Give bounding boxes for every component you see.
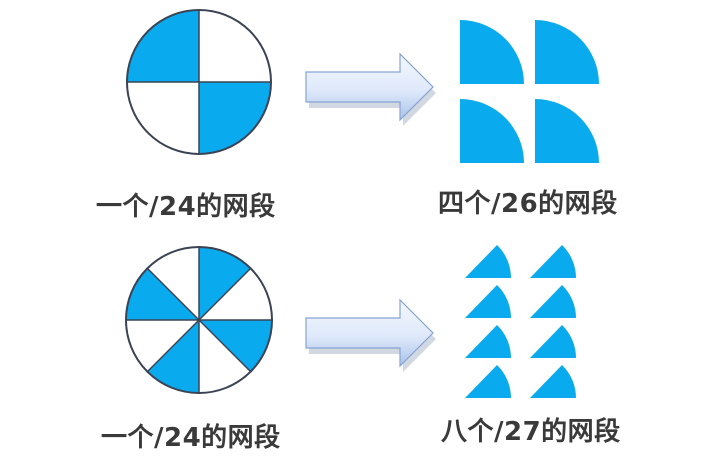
label-source-row2: 一个/24的网段: [101, 423, 281, 453]
circle-outline: [125, 246, 273, 394]
label-result-row1: 四个/26的网段: [438, 189, 618, 219]
quarter-slice-top-left: [127, 10, 199, 82]
eighth-sector-7: [465, 365, 511, 398]
source-circle-eighths: [125, 246, 273, 394]
circle-outline: [126, 9, 272, 155]
eighth-sector-8: [530, 365, 576, 398]
quarter-sector-1: [460, 20, 524, 84]
arrow-right-top: [305, 52, 436, 126]
quarter-slice-bottom-right: [199, 82, 271, 154]
eighth-sector-3: [465, 285, 511, 318]
label-result-row2: 八个/27的网段: [441, 417, 621, 447]
quarter-sector-4: [535, 99, 599, 163]
label-source-row1: 一个/24的网段: [96, 192, 276, 222]
quarter-sector-3: [460, 99, 524, 163]
result-quarter-sectors: [460, 20, 599, 163]
eighth-sector-2: [530, 245, 576, 278]
quarter-sector-2: [535, 20, 599, 84]
eighth-slice-1: [199, 247, 251, 320]
eighth-slice-2: [199, 320, 272, 372]
eighth-slice-4: [126, 268, 199, 320]
eighth-sector-1: [465, 245, 511, 278]
arrow-right-bottom: [305, 298, 436, 372]
source-circle-quarters: [126, 9, 272, 155]
result-eighth-sectors: [465, 245, 576, 398]
eighth-sector-5: [465, 325, 511, 358]
eighth-sector-6: [530, 325, 576, 358]
eighth-sector-4: [530, 285, 576, 318]
eighth-slice-3: [147, 320, 199, 393]
